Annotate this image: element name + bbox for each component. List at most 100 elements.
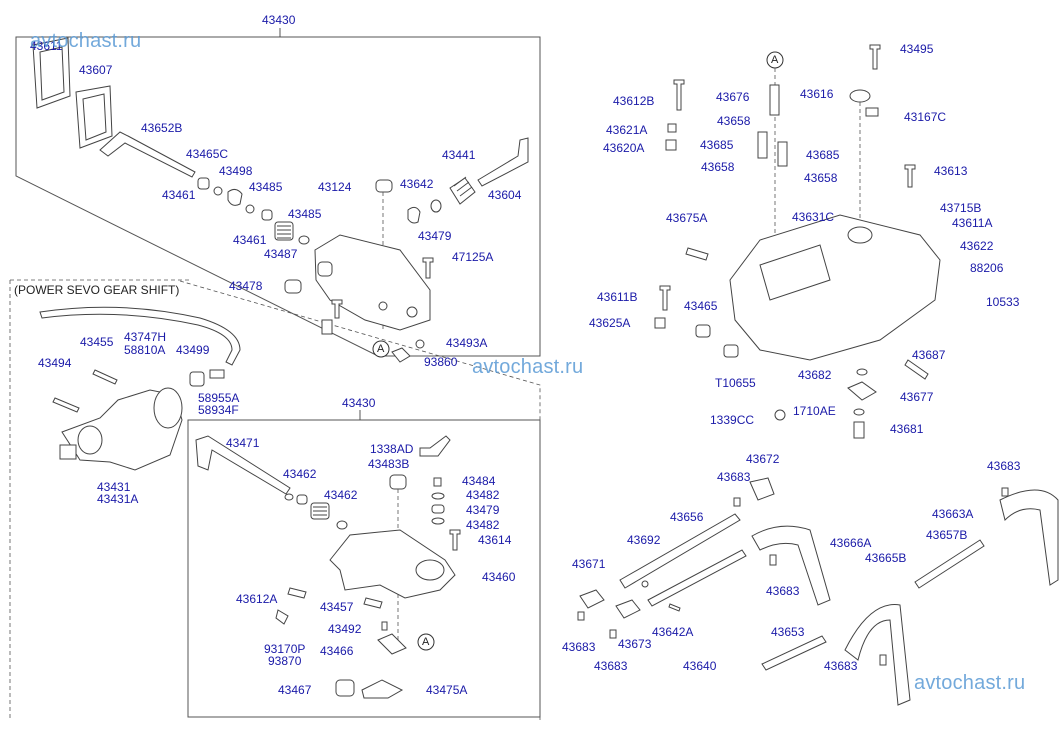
part-label: 43612A [236, 592, 278, 606]
part-label: 43658 [717, 114, 751, 128]
part-label: 43475A [426, 683, 468, 697]
part-label: 43465C [186, 147, 229, 161]
part-label: 43683 [766, 584, 800, 598]
part-label: 43431A [97, 492, 139, 506]
part-label: 43613 [934, 164, 968, 178]
part-label: 43485 [288, 207, 322, 221]
housing-lower [329, 529, 456, 599]
part-label: 43672 [746, 452, 780, 466]
part-label: 58934F [198, 403, 239, 417]
part-label: 93860 [424, 355, 458, 369]
part-label: 43676 [716, 90, 750, 104]
part-label: 43167C [904, 110, 947, 124]
part-label: 47125A [452, 250, 494, 264]
part-label: 43431 [97, 480, 131, 494]
part-label: 43663A [932, 507, 974, 521]
part-label: 43683 [594, 659, 628, 673]
part-label: 43631C [792, 210, 835, 224]
part-label: 43622 [960, 239, 994, 253]
part-label: 43462 [283, 467, 317, 481]
part-label: 43683 [824, 659, 858, 673]
part-label: 43656 [670, 510, 704, 524]
part-label: 93170P [264, 642, 306, 656]
part-label: 43658 [701, 160, 735, 174]
part-label: 43483B [368, 457, 410, 471]
part-label: 1339CC [710, 413, 755, 427]
part-label: 43499 [176, 343, 210, 357]
part-label: 43482 [466, 518, 500, 532]
part-label: 43479 [418, 229, 452, 243]
part-label: 43461 [162, 188, 196, 202]
shaft-43471 [195, 435, 291, 495]
hose-43747H [39, 306, 241, 366]
gasket-43607 [75, 85, 113, 149]
part-label: 43681 [890, 422, 924, 436]
rod-43653 [761, 635, 827, 671]
rod-43656 [619, 513, 741, 589]
ref-circle-a-lower [417, 633, 435, 651]
part-label: 43620A [603, 141, 645, 155]
part-label: 93870 [268, 654, 302, 668]
part-label: 88206 [970, 261, 1004, 275]
part-label: 43747H [124, 330, 167, 344]
part-label: 43715B [940, 201, 982, 215]
part-label: 43607 [79, 63, 113, 77]
part-label: 43683 [717, 470, 751, 484]
ref-circle-a-upper [372, 340, 390, 358]
part-label: 43471 [226, 436, 260, 450]
rod-43604 [477, 137, 529, 187]
part-label: 1710AE [793, 404, 836, 418]
part-label: 43665B [865, 551, 907, 565]
servo-cylinder-43431 [59, 387, 183, 471]
part-label: 43487 [264, 247, 298, 261]
lower-assembly-frame [187, 419, 541, 718]
part-label: 43461 [233, 233, 267, 247]
part-label: 43484 [462, 474, 496, 488]
part-label: 43616 [800, 87, 834, 101]
part-label: 43692 [627, 533, 661, 547]
part-label: 43683 [987, 459, 1021, 473]
rod-43640 [647, 549, 747, 607]
part-label: 43685 [700, 138, 734, 152]
part-label: 43478 [229, 279, 263, 293]
part-label: 43640 [683, 659, 717, 673]
part-label: 43625A [589, 316, 631, 330]
part-label: 43466 [320, 644, 354, 658]
part-label: 43652B [141, 121, 183, 135]
part-label: 43675A [666, 211, 708, 225]
section-title: (POWER SEVO GEAR SHIFT) [14, 283, 180, 297]
part-label: 43653 [771, 625, 805, 639]
part-label: 43611A [952, 216, 993, 230]
part-label: 43666A [830, 536, 872, 550]
spring-43462 [310, 502, 330, 520]
part-label: 43460 [482, 570, 516, 584]
part-label: 43604 [488, 188, 522, 202]
assembly-label-lower: 43430 [342, 396, 376, 410]
part-label: 43492 [328, 622, 362, 636]
part-label: 43482 [466, 488, 500, 502]
part-label: 43673 [618, 637, 652, 651]
part-label: 43462 [324, 488, 358, 502]
shift-lever-43652B [99, 131, 196, 178]
assembly-label-upper: 43430 [262, 13, 296, 27]
spring-43487 [274, 221, 294, 241]
part-label: T10655 [715, 376, 756, 390]
part-label: 43611 [30, 39, 63, 53]
part-label: 43612B [613, 94, 655, 108]
upper-assembly-frame [15, 36, 541, 357]
part-label: 43441 [442, 148, 476, 162]
housing-upper [314, 234, 431, 331]
part-label: 43677 [900, 390, 934, 404]
part-label: 43621A [606, 123, 648, 137]
part-label: 10533 [986, 295, 1020, 309]
boot-43441 [449, 176, 476, 205]
part-label: 43479 [466, 503, 500, 517]
part-label: 43495 [900, 42, 934, 56]
part-label: 43642 [400, 177, 434, 191]
part-label: 43682 [798, 368, 832, 382]
part-label: 43642A [652, 625, 694, 639]
part-label: 43498 [219, 164, 253, 178]
cover-43631C [729, 214, 941, 361]
ref-marker-upper: A [377, 343, 385, 355]
